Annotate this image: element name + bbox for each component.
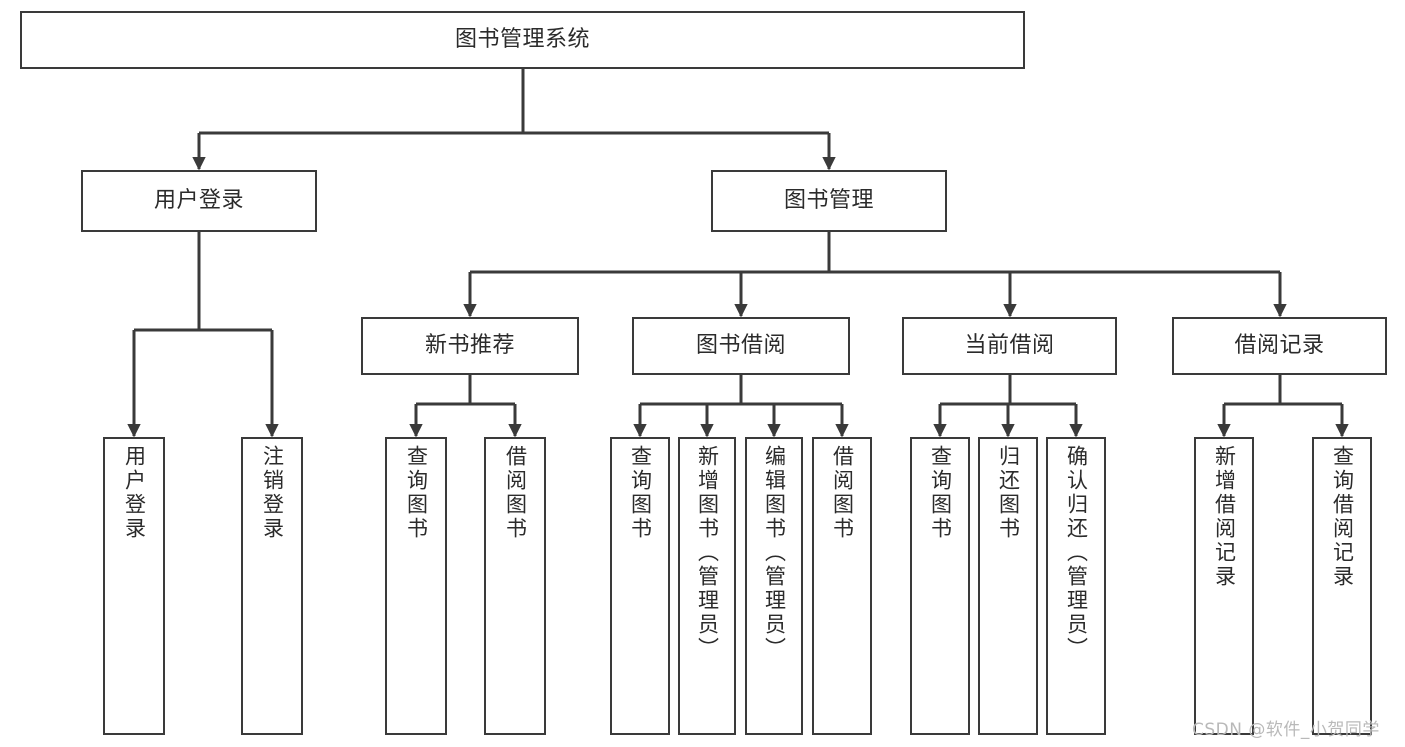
node-label: 归还图书: [996, 445, 1021, 541]
node-l-qbook1[interactable]: 查询图书: [385, 437, 447, 735]
node-l-editbook[interactable]: 编辑图书（管理员）: [745, 437, 803, 735]
node-record[interactable]: 借阅记录: [1172, 317, 1387, 375]
node-label: 查询借阅记录: [1330, 445, 1355, 589]
node-label: 新书推荐: [424, 333, 515, 359]
node-l-qbook2[interactable]: 查询图书: [610, 437, 670, 735]
node-l-qbook3[interactable]: 查询图书: [910, 437, 970, 735]
node-l-qrec[interactable]: 查询借阅记录: [1312, 437, 1372, 735]
node-label: 确认归还（管理员）: [1064, 445, 1089, 661]
node-current[interactable]: 当前借阅: [902, 317, 1117, 375]
node-newbook[interactable]: 新书推荐: [361, 317, 579, 375]
node-l-logout[interactable]: 注销登录: [241, 437, 303, 735]
node-label: 编辑图书（管理员）: [762, 445, 787, 661]
node-bookmgmt[interactable]: 图书管理: [711, 170, 947, 232]
node-label: 图书管理: [783, 188, 874, 214]
node-root[interactable]: 图书管理系统: [20, 11, 1025, 69]
node-l-addbook[interactable]: 新增图书（管理员）: [678, 437, 736, 735]
node-label: 注销登录: [260, 445, 285, 541]
node-login[interactable]: 用户登录: [81, 170, 317, 232]
node-l-login[interactable]: 用户登录: [103, 437, 165, 735]
node-label: 借阅图书: [503, 445, 528, 541]
node-label: 用户登录: [122, 445, 147, 541]
node-label: 借阅记录: [1234, 333, 1325, 359]
node-label: 当前借阅: [964, 333, 1055, 359]
node-label: 用户登录: [153, 188, 244, 214]
node-l-return[interactable]: 归还图书: [978, 437, 1038, 735]
node-label: 新增借阅记录: [1212, 445, 1237, 589]
node-label: 新增图书（管理员）: [695, 445, 720, 661]
node-l-addrec[interactable]: 新增借阅记录: [1194, 437, 1254, 735]
node-label: 查询图书: [928, 445, 953, 541]
node-l-confirm[interactable]: 确认归还（管理员）: [1046, 437, 1106, 735]
node-label: 图书管理系统: [454, 27, 590, 53]
node-borrow[interactable]: 图书借阅: [632, 317, 850, 375]
node-label: 图书借阅: [695, 333, 786, 359]
node-label: 查询图书: [404, 445, 429, 541]
node-label: 借阅图书: [830, 445, 855, 541]
node-l-bbook1[interactable]: 借阅图书: [484, 437, 546, 735]
node-label: 查询图书: [628, 445, 653, 541]
node-l-bbook2[interactable]: 借阅图书: [812, 437, 872, 735]
